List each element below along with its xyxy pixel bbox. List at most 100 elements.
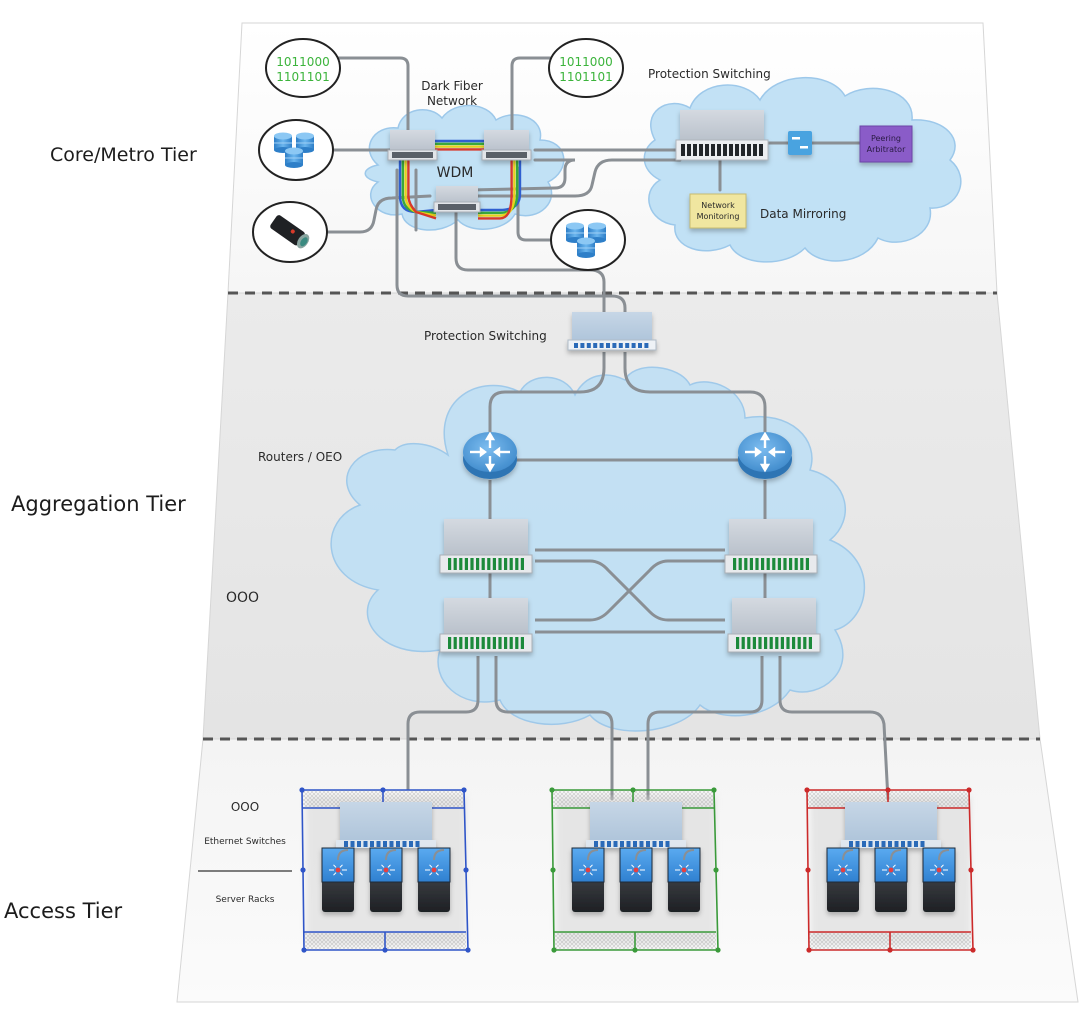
database-node-left (258, 119, 334, 181)
aggregation-tier: Protection Switching Routers / OEO OOO (226, 312, 890, 801)
port (580, 343, 585, 348)
chassis-top (729, 519, 813, 557)
fiber-port (797, 637, 801, 649)
binary-right-line1: 1011000 (559, 55, 612, 69)
wdm-mux-bottom (433, 186, 481, 213)
binary-left-line1: 1011000 (276, 55, 329, 69)
fiber-port (749, 558, 753, 570)
chassis-front (439, 633, 533, 653)
core-metro-tier-label: Core/Metro Tier (50, 144, 197, 166)
database-icon (274, 132, 314, 168)
fiber-port (487, 558, 491, 570)
port (699, 144, 703, 156)
camera-icon (270, 215, 310, 249)
wdm-fiber-3 (407, 148, 513, 220)
cage-post (299, 787, 305, 793)
peering-arbitrator-box: Peering Arbitrator (859, 125, 913, 163)
server-rack (619, 847, 653, 912)
fiber-port (775, 637, 779, 649)
sensor-device-node (252, 201, 328, 263)
server-rack (321, 847, 355, 912)
cage-post (968, 867, 974, 873)
cage-post (805, 867, 811, 873)
database-cylinder (274, 132, 292, 153)
fiber-port (464, 558, 468, 570)
port (681, 144, 685, 156)
port (638, 343, 642, 348)
fiber-port (733, 558, 737, 570)
port (711, 144, 715, 156)
cage-post (382, 947, 388, 953)
optical-switch-bottom-right (727, 598, 821, 653)
binary-left-line2: 1101101 (276, 70, 329, 84)
wdm-mux-right (481, 130, 532, 161)
database-icon (566, 222, 606, 258)
aggregation-protection-switching-label: Protection Switching (424, 329, 547, 343)
port (735, 144, 739, 156)
cage-post (465, 947, 471, 953)
server-rack (826, 847, 860, 912)
server-rack (922, 847, 956, 912)
router-top (463, 432, 517, 472)
cage-post (550, 867, 556, 873)
server-cage-green (549, 787, 721, 953)
fiber-port (808, 637, 812, 649)
cage-post (549, 787, 555, 793)
fiber-port (741, 637, 745, 649)
port (753, 144, 757, 156)
database-cylinder (296, 132, 314, 153)
fiber-port (492, 558, 496, 570)
fiber-port (481, 637, 485, 649)
port (612, 343, 617, 348)
port (741, 144, 745, 156)
optical-switch-top-left (439, 519, 533, 574)
ethernet-switches-label: Ethernet Switches (204, 837, 286, 847)
fiber-port (792, 637, 796, 649)
fiber-port (470, 558, 474, 570)
core-protection-switching-label: Protection Switching (648, 67, 771, 81)
aggregation-ooo-label: OOO (226, 590, 259, 606)
fiber-port (786, 637, 790, 649)
fiber-port (747, 637, 751, 649)
chassis-front (724, 554, 818, 574)
fiber-port (470, 637, 474, 649)
network-monitoring-box: Network Monitoring (689, 193, 747, 229)
server-rack (874, 847, 908, 912)
optical-splitter-icon (788, 131, 812, 155)
router-top (738, 432, 792, 472)
cage-post (551, 947, 557, 953)
dark-fiber-label-line1: Dark Fiber (421, 79, 483, 93)
fiber-port (805, 558, 809, 570)
fiber-port (448, 558, 452, 570)
binary-data-node-right: 1011000 1101101 (548, 38, 624, 98)
fiber-port (758, 637, 762, 649)
wdm-label: WDM (437, 165, 474, 181)
port (599, 343, 604, 348)
server-rack (417, 847, 451, 912)
core-protection-switch (675, 110, 769, 161)
server-racks-label: Server Racks (216, 895, 275, 905)
server-rack (571, 847, 605, 912)
server-cage-red (804, 787, 976, 953)
fiber-port (803, 637, 807, 649)
fiber-port (487, 637, 491, 649)
core-tier: Dark Fiber Network WDM 1011000 1101101 1… (252, 38, 962, 332)
fiber-port (509, 558, 513, 570)
chassis-top (732, 598, 816, 636)
database-node-right (550, 209, 626, 271)
network-monitoring-line1: Network (701, 201, 735, 210)
router-arrows-icon (745, 431, 785, 473)
binary-data-node-left: 1011000 1101101 (265, 38, 341, 98)
router-left (463, 431, 517, 479)
fiber-port (520, 558, 524, 570)
ethernet-switch (336, 802, 436, 848)
fiber-port (766, 558, 770, 570)
network-monitoring-line2: Monitoring (697, 212, 740, 221)
database-cylinder (577, 237, 595, 258)
chassis-front (727, 633, 821, 653)
port (618, 343, 623, 348)
cage-post (887, 947, 893, 953)
fiber-port (777, 558, 781, 570)
fiber-port (504, 558, 508, 570)
